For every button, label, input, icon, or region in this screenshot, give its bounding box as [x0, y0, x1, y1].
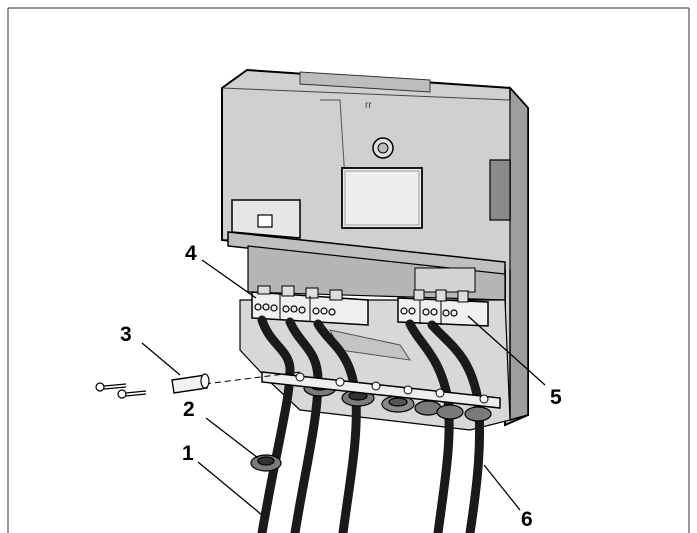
callout-5: 5 [550, 386, 562, 409]
callout-3: 3 [120, 323, 132, 346]
callout-6: 6 [521, 508, 533, 531]
callout-2: 2 [183, 398, 195, 421]
svg-text:rr: rr [365, 100, 372, 111]
figure-frame [7, 7, 690, 533]
display-window [341, 167, 423, 229]
control-unit-housing: rr [221, 68, 529, 431]
terminal-block-5 [397, 289, 489, 327]
terminal-block-4 [251, 285, 369, 326]
leader-lines [141, 259, 546, 516]
clamp-screws-3 [95, 371, 301, 399]
callout-4: 4 [185, 242, 197, 265]
adjustment-knob-icon [372, 137, 394, 159]
cover-latch [231, 199, 301, 239]
callout-labels: 1 2 3 4 5 6 [120, 242, 562, 531]
callout-1: 1 [182, 442, 194, 465]
cable-clamp-bar [261, 371, 501, 409]
